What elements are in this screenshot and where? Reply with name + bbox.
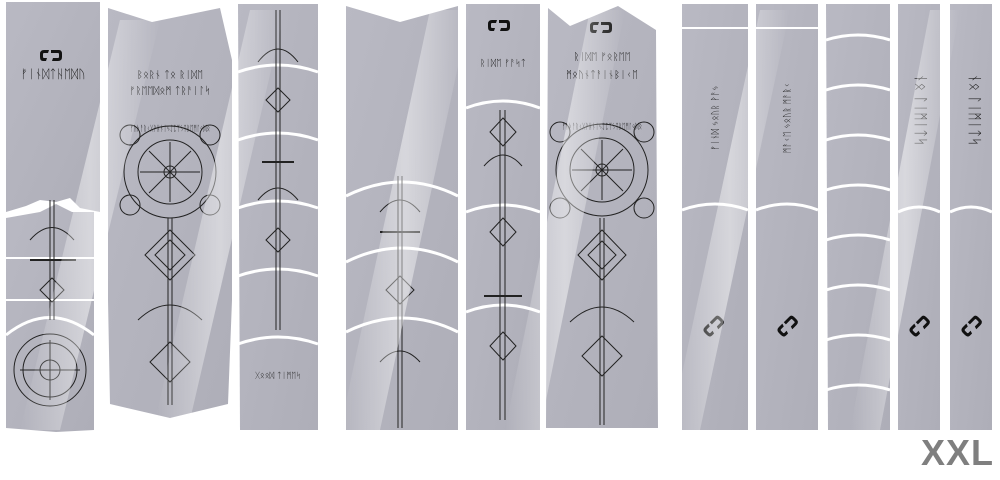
sheet-1-rune-text: ᚠᛁᚾᛞᛏᚺᛖᛞᚢ [21,67,86,81]
sheet-2-compass-ring-text: ᚠᚢᚦᚨᚱᚲᚷᚹᚺᚾᛁᛃᛇᛈᛉᛊᛏᛒᛖᛗᛚᛜᛞᛟ [130,124,210,133]
sheet-1-top-pad [6,2,100,212]
sheet-2-rune-line-1: ᛒᛟᚱᚾ ᛏᛟ ᚱᛁᛞᛖ [137,70,203,81]
sheet-5-strip [466,4,540,430]
sheet-8-rune-text: ᛗᚨᚲᛖ ᛃᛟᚢᚱ ᛗᚨᚱᚲ [782,83,793,154]
sheet-2-rune-line-2: ᚠᚱᛖᛖᛞᛟᛗ ᛏᚱᚨᛁᛚᛋ [129,85,210,97]
brand-logo-icon [909,315,930,337]
sheet-5-rune-text: ᚱᛁᛞᛖ ᚠᚨᛋᛏ [480,58,526,69]
brand-logo-icon [40,50,62,61]
sheet-8: ᛗᚨᚲᛖ ᛃᛟᚢᚱ ᛗᚨᚱᚲ [755,4,819,430]
sheet-6-compass-ring-text: ᚠᚢᚦᚨᚱᚲᚷᚹᚺᚾᛁᛃᛇᛈᛉᛊᛏᛒᛖᛗᛚᛜᛞᛟ [562,122,642,131]
sheet-3-rune-text: ᚷᛟᛟᛞ ᛏᛁᛗᛖᛋ [255,371,301,380]
size-label: XXL [920,432,994,473]
sheet-11-rune-text: ᚾᛟ ᛚᛁᛗᛁᛏᛋ [966,74,982,146]
brand-logo-icon [488,20,510,31]
film-glare-overlay [20,10,960,430]
brand-logo-icon [961,315,982,337]
brand-logo-icon [777,315,798,337]
sheet-11-strip [950,4,992,430]
sheet-11: ᚾᛟ ᛚᛁᛗᛁᛏᛋ [949,4,993,430]
sheet-5: ᚱᛁᛞᛖ ᚠᚨᛋᛏ [465,4,541,430]
sheet-7-rune-text: ᚠᛁᚾᛞ ᛃᛟᚢᚱ ᚹᚨᛃ [710,85,721,150]
sheet-8-strip [756,4,818,430]
